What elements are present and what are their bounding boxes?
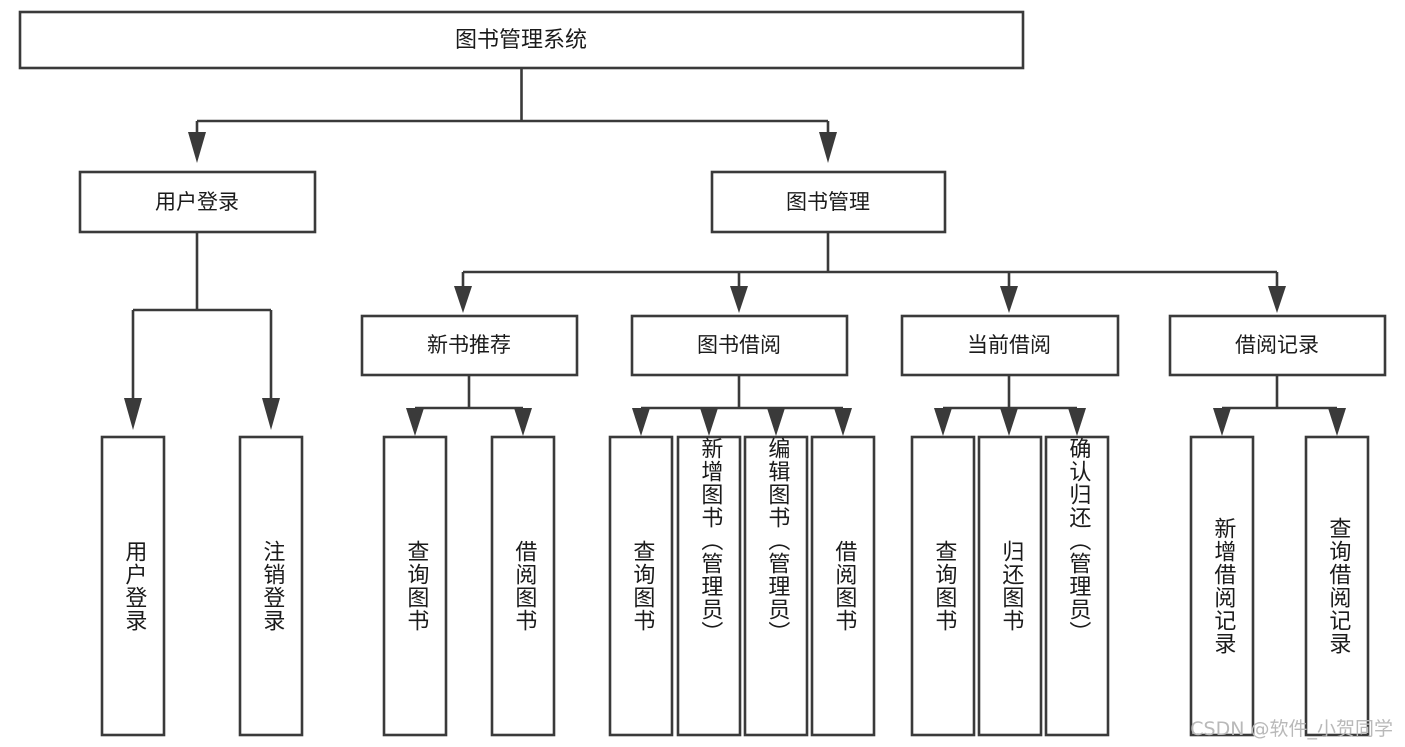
arrow-bb-leaf2 [700, 408, 718, 436]
leaf-box-bookborrow-borrow[interactable] [810, 435, 876, 737]
arrow-bb-leaf4 [834, 408, 852, 436]
node-new-book-recommend-label: 新书推荐 [427, 333, 511, 357]
arrow-leaf-user-login [124, 398, 142, 430]
arrow-borrow-record [1268, 286, 1286, 313]
arrow-user-login [188, 132, 206, 163]
leaf-box-currentborrow-return[interactable] [977, 435, 1043, 737]
arrow-br-leaf1 [1213, 408, 1231, 436]
leaf-box-user-login-login[interactable] [100, 435, 166, 737]
leaf-box-currentborrow-query[interactable] [910, 435, 976, 737]
node-book-management[interactable] [710, 170, 947, 234]
leaf-box-newbook-borrow[interactable] [490, 435, 556, 737]
node-book-borrow-label: 图书借阅 [697, 333, 781, 357]
leaf-box-borrowrecord-add[interactable] [1189, 435, 1255, 737]
node-root-book-management-system[interactable] [18, 10, 1025, 70]
connector-group-root-to-level2 [188, 68, 837, 163]
node-user-login[interactable] [78, 170, 317, 234]
leaf-box-bookborrow-add[interactable] [676, 435, 742, 737]
arrow-new-book-recommend [454, 286, 472, 313]
node-user-login-label: 用户登录 [155, 190, 239, 214]
leaf-box-bookborrow-query[interactable] [608, 435, 674, 737]
connector-group-book-borrow-children [632, 375, 852, 436]
connector-group-new-book-children [406, 375, 532, 436]
leaf-box-currentborrow-confirm[interactable] [1044, 435, 1110, 737]
node-book-management-label: 图书管理 [786, 190, 870, 214]
arrow-nb-leaf1 [406, 408, 424, 436]
node-current-borrow-label: 当前借阅 [967, 333, 1051, 357]
connector-group-current-borrow-children [934, 375, 1086, 436]
node-new-book-recommend[interactable] [360, 314, 579, 377]
connector-group-borrow-record-children [1213, 375, 1346, 436]
node-borrow-record[interactable] [1168, 314, 1387, 377]
arrow-cb-leaf2 [1000, 408, 1018, 436]
leaf-box-bookborrow-edit[interactable] [743, 435, 809, 737]
node-book-borrow[interactable] [630, 314, 849, 377]
csdn-watermark: CSDN @软件_小贺同学 [1190, 718, 1393, 740]
arrow-nb-leaf2 [514, 408, 532, 436]
arrow-book-manage [819, 132, 837, 163]
node-root-label: 图书管理系统 [455, 28, 587, 53]
arrow-cb-leaf1 [934, 408, 952, 436]
arrow-cb-leaf3 [1068, 408, 1086, 436]
arrow-bb-leaf1 [632, 408, 650, 436]
node-current-borrow[interactable] [900, 314, 1120, 377]
arrow-bb-leaf3 [767, 408, 785, 436]
leaf-box-user-login-logout[interactable] [238, 435, 304, 737]
arrow-current-borrow [1000, 286, 1018, 313]
leaf-box-newbook-query[interactable] [382, 435, 448, 737]
arrow-br-leaf2 [1328, 408, 1346, 436]
connector-group-book-manage-children [454, 232, 1286, 313]
arrow-leaf-logout [262, 398, 280, 430]
connector-group-user-login-children [124, 232, 280, 430]
node-borrow-record-label: 借阅记录 [1235, 333, 1319, 357]
arrow-book-borrow [730, 286, 748, 313]
leaf-box-borrowrecord-query[interactable] [1304, 435, 1370, 737]
